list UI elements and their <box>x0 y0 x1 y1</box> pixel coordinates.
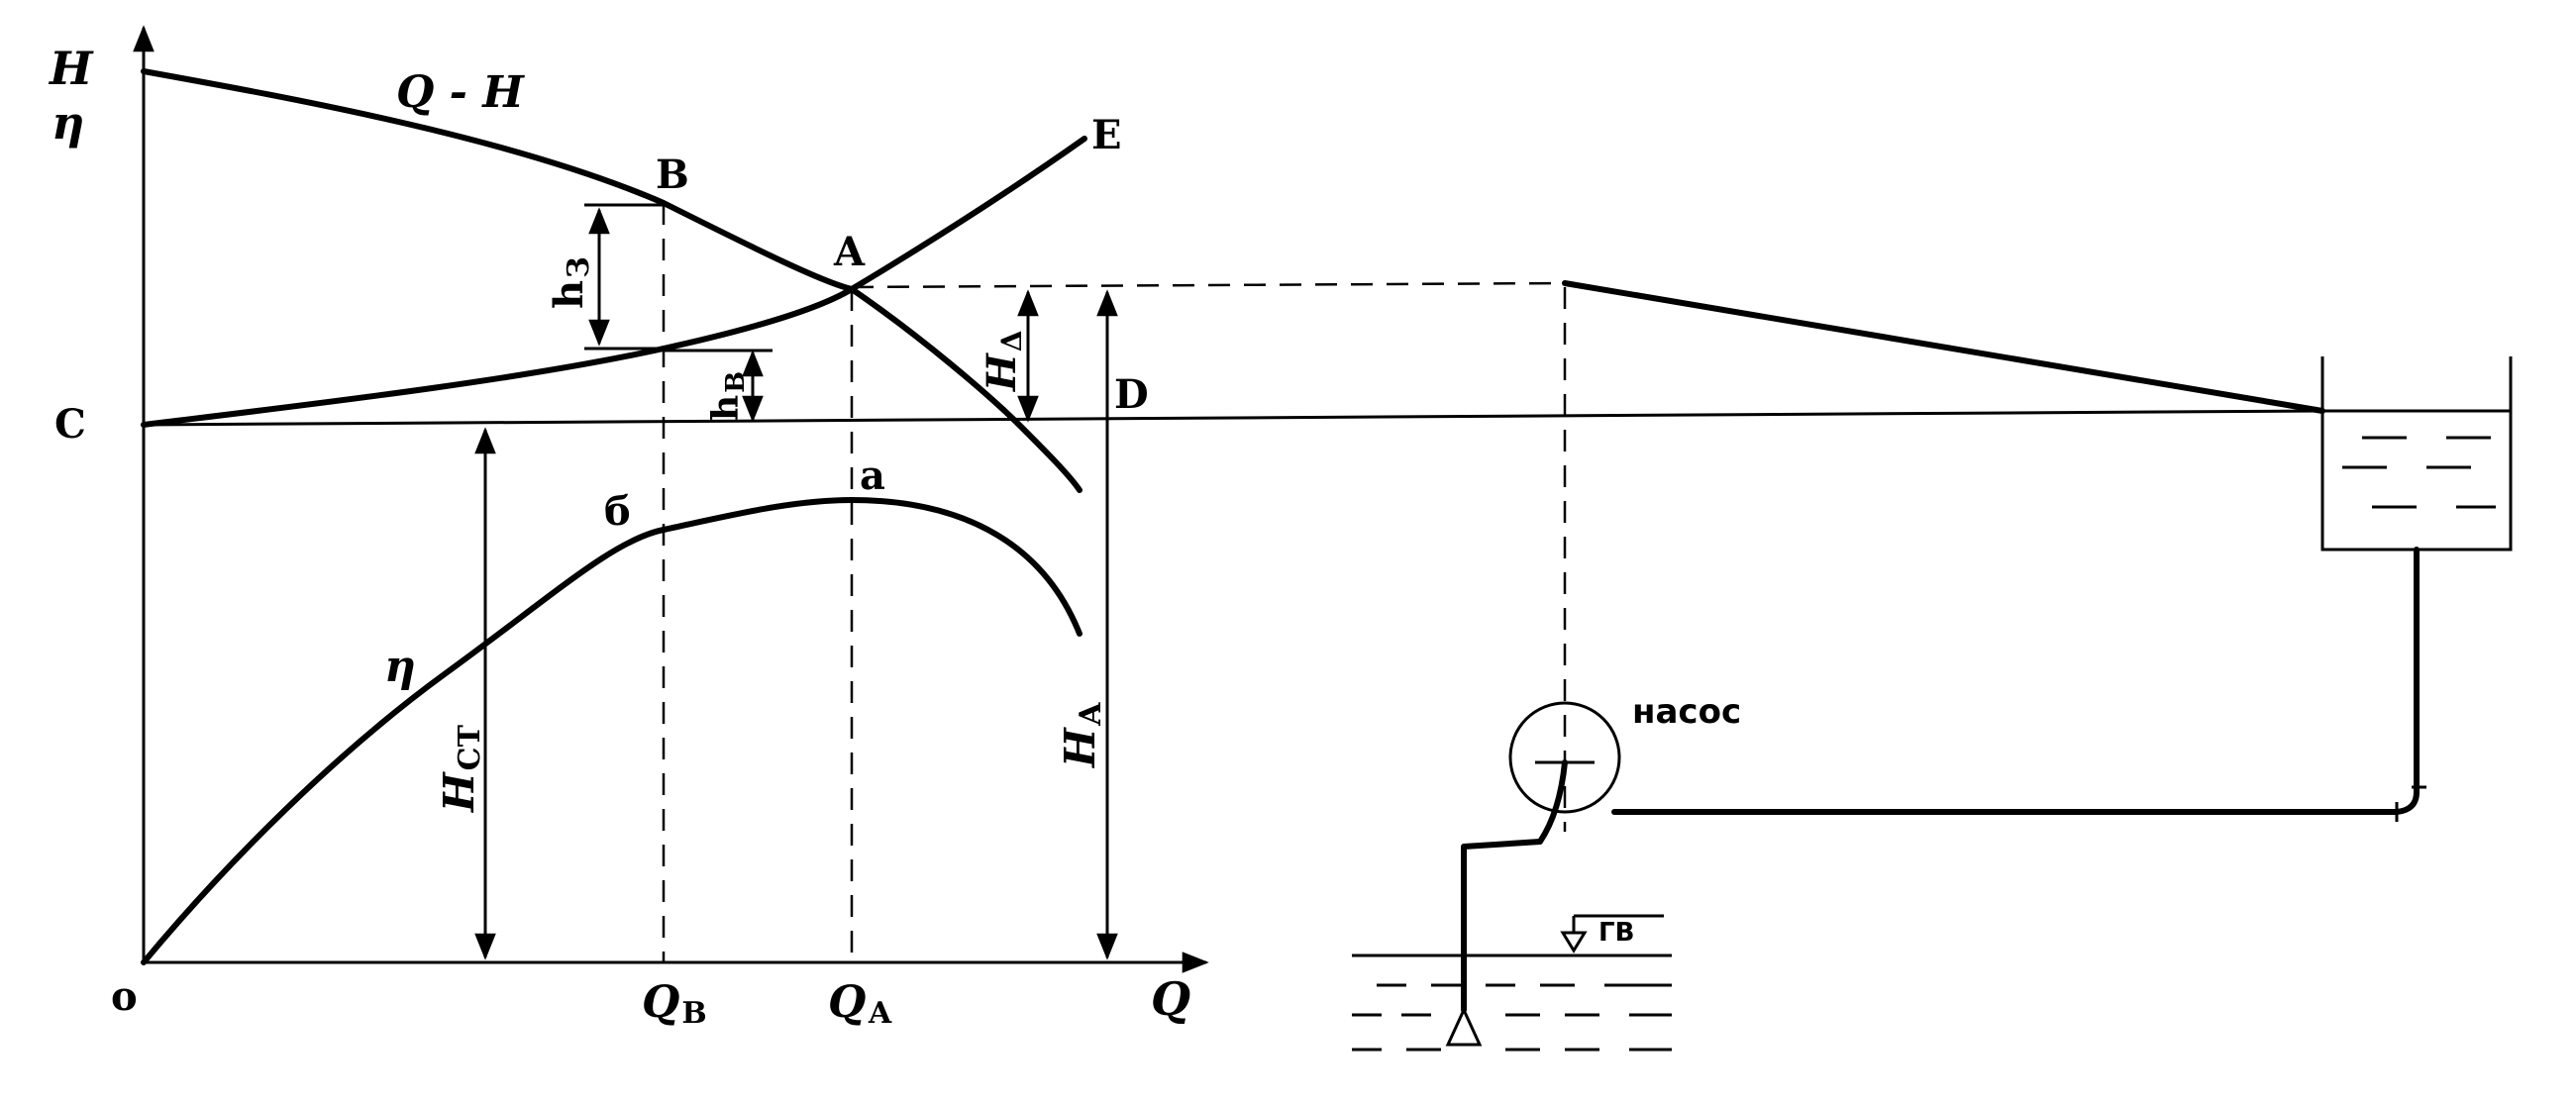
discharge-pipe <box>1611 547 2426 822</box>
svg-text:QА: QА <box>828 977 892 1031</box>
upper-tank <box>2320 356 2513 552</box>
svg-text:HСТ: HСТ <box>435 724 487 813</box>
dimension-h-st: HСТ <box>435 427 496 960</box>
point-label-a: а <box>860 452 885 499</box>
dimension-hv: hВ <box>664 349 773 423</box>
point-label-C: C <box>54 401 86 448</box>
pump-label: насос <box>1632 692 1741 732</box>
point-label-A: A <box>833 229 866 275</box>
qh-curve-label: Q - H <box>396 67 525 118</box>
water-level-triangle-icon <box>1560 931 1588 954</box>
axes: H η Q o QВ QА <box>48 25 1209 1031</box>
suction-strainer-icon <box>1445 1006 1483 1047</box>
svg-text:hВ: hВ <box>705 371 751 421</box>
pump: насос <box>1461 692 1741 1013</box>
system-curve-end-label: E <box>1091 112 1122 158</box>
water-level-marker: ГВ <box>1560 914 1664 954</box>
svg-text:QВ: QВ <box>642 977 707 1031</box>
svg-text:HΔ: HΔ <box>979 330 1028 392</box>
point-label-b: б <box>604 488 631 535</box>
static-head-line <box>143 409 2323 427</box>
efficiency-curve <box>141 497 1082 965</box>
system-curve <box>141 136 1087 428</box>
point-label-B: B <box>656 151 689 198</box>
hydraulic-grade-line <box>1562 280 2325 414</box>
x-axis-label: Q <box>1151 972 1190 1026</box>
dimension-hz: hЗ <box>546 203 664 351</box>
head-a-dashed-line <box>851 281 1566 289</box>
efficiency-curve-label: η <box>384 642 416 692</box>
dimension-h-delta: HΔ <box>979 289 1039 423</box>
water-level-label: ГВ <box>1598 918 1634 948</box>
pump-icon <box>1508 701 1621 814</box>
svg-text:hЗ: hЗ <box>546 256 596 309</box>
origin-label: o <box>111 973 138 1020</box>
y-axis-label-eta: η <box>52 96 84 150</box>
svg-text:HА: HА <box>1056 701 1108 768</box>
point-label-D: D <box>1114 371 1149 418</box>
dimension-h-a: HА <box>1056 289 1118 960</box>
x-tick-label-qb: QВ <box>642 977 707 1031</box>
qh-curve <box>141 68 1082 493</box>
lower-reservoir <box>1352 954 1672 1052</box>
y-axis-label-H: H <box>48 42 94 95</box>
x-tick-label-qa: QА <box>828 977 892 1031</box>
